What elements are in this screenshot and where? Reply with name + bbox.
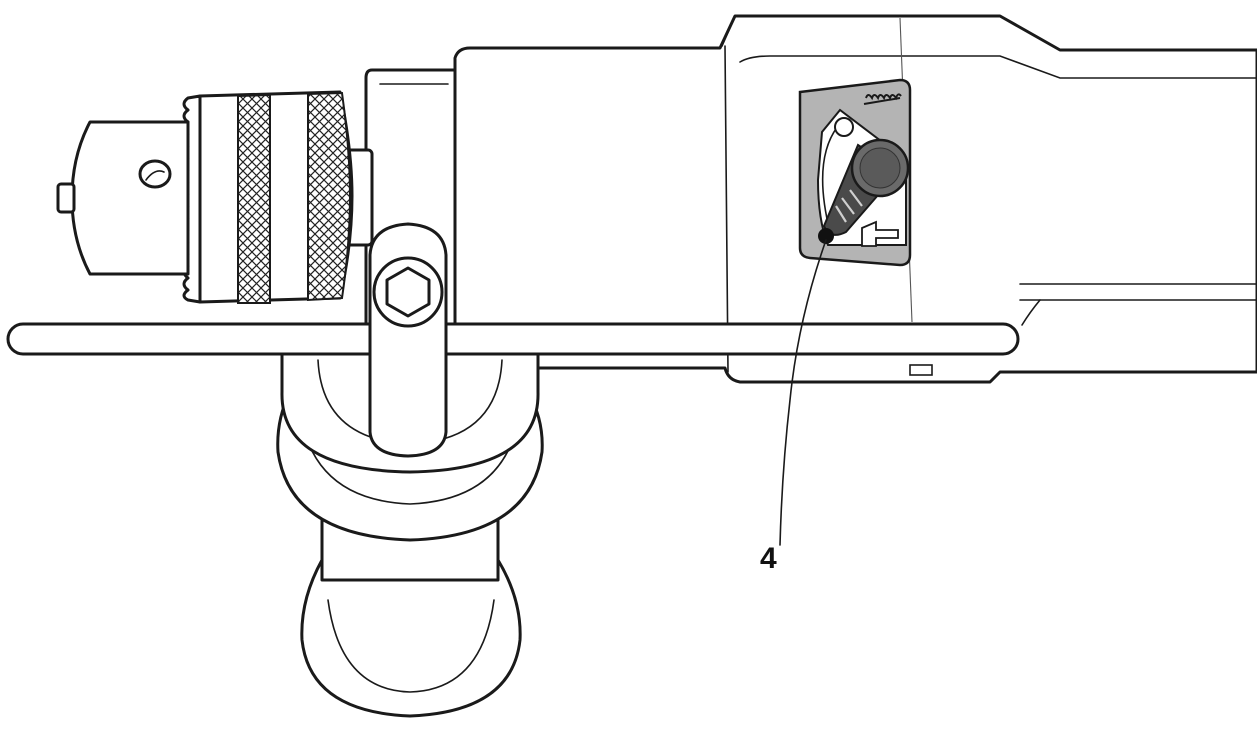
spiral-drill-icon xyxy=(863,93,902,105)
chuck-sleeve xyxy=(182,90,354,304)
hammer-icon xyxy=(861,220,899,247)
callout-label-4: 4 xyxy=(760,542,777,575)
handle-clamp xyxy=(368,222,448,458)
callout-leader-line xyxy=(779,239,827,546)
mode-selector-switch xyxy=(798,78,912,267)
chuck-nose xyxy=(56,120,190,276)
depth-stop-rod xyxy=(6,322,1020,356)
